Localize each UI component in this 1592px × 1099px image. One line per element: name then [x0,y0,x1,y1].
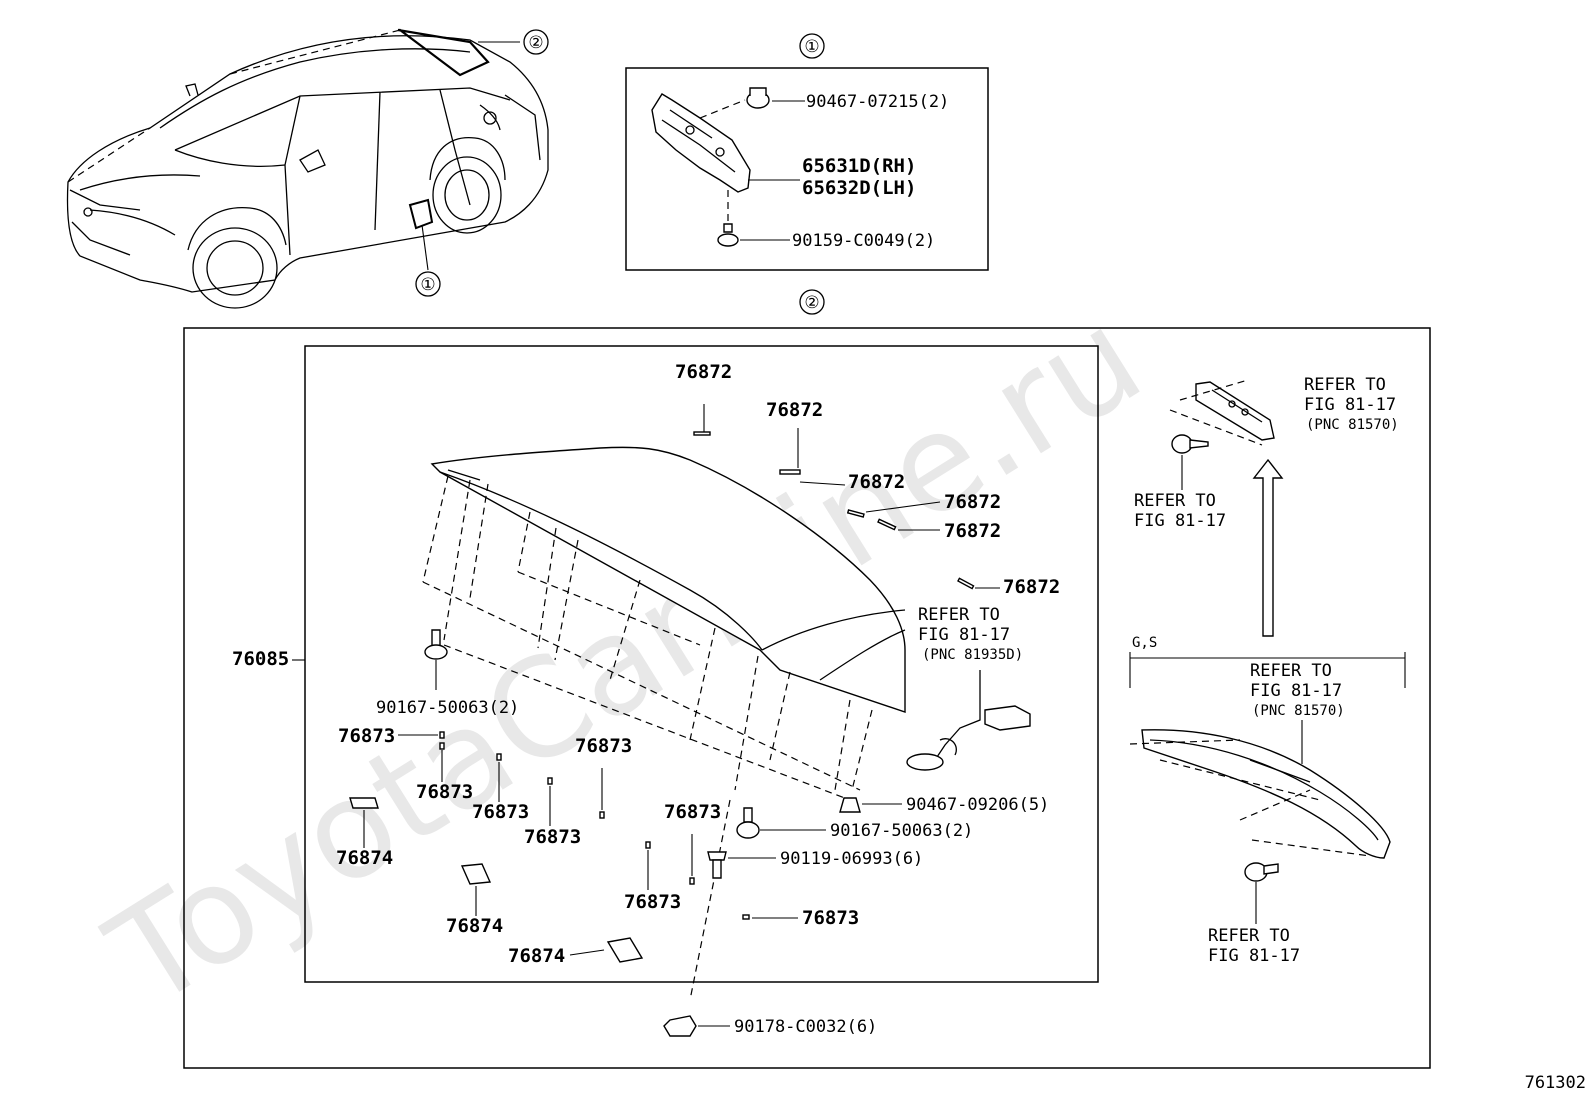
label-bolt-top: 90467-07215(2) [806,92,949,112]
label-tape-72-a: 76872 [675,361,732,383]
label-tape-73-f: 76873 [624,891,681,913]
label-tape-72-d: 76872 [944,491,1001,513]
label-bottom-refer-1: REFER TO [1208,926,1290,946]
label-screw-left: 90167-50063(2) [376,698,519,718]
callout-one-header: ① [799,33,825,59]
label-tape-73-a: 76873 [338,725,395,747]
spoiler-inner-box [304,345,1099,983]
label-tape-74-c: 76874 [508,945,565,967]
label-tape-74-a: 76874 [336,847,393,869]
label-bolt-6: 90119-06993(6) [780,849,923,869]
bolt-stud-icon [707,851,727,879]
label-top-refer-2: FIG 81-17 [1304,395,1396,415]
label-top-refer-1: REFER TO [1304,375,1386,395]
screw-right-icon [736,807,760,839]
clip-icon [839,797,861,813]
label-bolt-bottom: 90159-C0049(2) [792,231,935,251]
vehicle-illustration [66,28,549,309]
tape-76872-group: 76872 76872 76872 76872 76872 76872 [675,361,1060,598]
label-bottom-refer-2: FIG 81-17 [1208,946,1300,966]
mudguard-part [651,93,751,228]
callout-one-vehicle: ① [415,271,441,297]
figure-number: 761302 [1525,1073,1586,1093]
label-screw-right: 90167-50063(2) [830,821,973,841]
label-refer-wire-1: REFER TO [918,605,1000,625]
label-guard-lh: 65632D(LH) [802,177,916,199]
svg-text:②: ② [804,293,819,313]
label-lamp-refer-2: FIG 81-17 [1250,681,1342,701]
wire-harness [906,670,1031,771]
callout-two-vehicle: ② [523,29,549,55]
rear-spoiler [422,446,906,1001]
label-tape-72-f: 76872 [1003,576,1060,598]
label-tape-73-d: 76873 [524,826,581,848]
screw-icon [717,223,739,247]
stop-lamp-spoiler [1129,720,1391,859]
label-tape-74-b: 76874 [446,915,503,937]
label-guard-rh: 65631D(RH) [802,155,916,177]
label-lamp-refer-1: REFER TO [1250,661,1332,681]
label-screw-refer-2: FIG 81-17 [1134,511,1226,531]
svg-text:①: ① [804,37,819,57]
label-clip: 90467-09206(5) [906,795,1049,815]
label-refer-wire-3: (PNC 81935D) [922,647,1023,663]
callout-two-header: ② [799,289,825,315]
label-tape-73-g: 76873 [664,801,721,823]
spoiler-section-box [183,327,1431,1069]
label-tape-72-c: 76872 [848,471,905,493]
label-grade: G,S [1132,635,1157,651]
tape-76874-group: 76874 76874 76874 [336,797,644,967]
label-screw-refer-1: REFER TO [1134,491,1216,511]
stop-lamp-top [1169,379,1275,446]
label-tape-73-c: 76873 [472,801,529,823]
label-refer-wire-2: FIG 81-17 [918,625,1010,645]
lamp-screw-icon [1171,434,1209,490]
label-lamp-refer-3: (PNC 81570) [1252,703,1345,719]
svg-text:①: ① [420,275,435,295]
up-arrow-icon [1252,458,1284,637]
screw-left-icon [424,629,448,690]
tape-76873-group: 76873 76873 76873 76873 76873 76873 7687… [338,725,859,929]
label-top-refer-3: (PNC 81570) [1306,417,1399,433]
mudguard-detail-box [625,67,989,271]
label-tape-73-b: 76873 [416,781,473,803]
label-tape-73-h: 76873 [802,907,859,929]
label-tape-72-e: 76872 [944,520,1001,542]
label-tape-73-e: 76873 [575,735,632,757]
label-nut-6: 90178-C0032(6) [734,1017,877,1037]
nut-icon [663,1015,697,1037]
label-tape-72-b: 76872 [766,399,823,421]
lamp-bolt-icon [1244,862,1279,924]
svg-text:②: ② [528,33,543,53]
label-assembly: 76085 [232,648,289,670]
bolt-icon [746,87,770,109]
